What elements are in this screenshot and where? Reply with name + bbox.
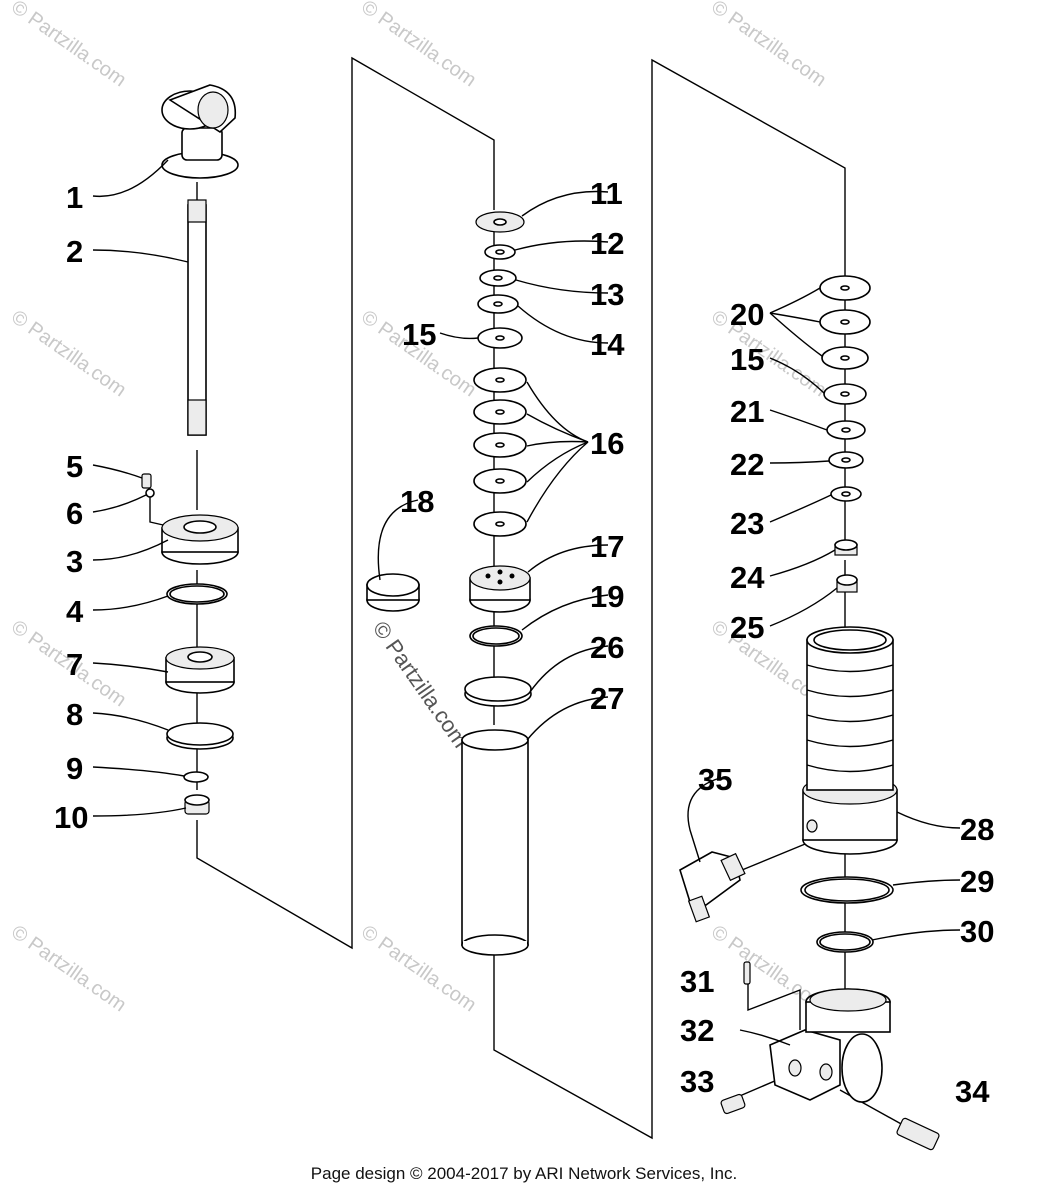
callout-23: 23 xyxy=(730,506,764,541)
callout-32: 32 xyxy=(680,1013,714,1048)
callout-30: 30 xyxy=(960,914,994,949)
part-17-piston xyxy=(469,565,531,613)
callout-24: 24 xyxy=(730,560,765,595)
part-1-eyelet xyxy=(161,84,239,179)
callout-28: 28 xyxy=(960,812,994,847)
callout-20: 20 xyxy=(730,297,764,332)
watermark-text: © Partzilla.com xyxy=(357,0,480,91)
callout-2: 2 xyxy=(66,234,83,269)
part-33-plug xyxy=(720,1093,746,1115)
callout-26: 26 xyxy=(590,630,624,665)
part-28-spring-body xyxy=(802,626,898,855)
callout-15-right: 15 xyxy=(730,342,764,377)
part-10-nut xyxy=(184,794,210,815)
part-8-ring xyxy=(166,722,234,750)
leader-lines xyxy=(92,159,961,1046)
shim-stack-middle xyxy=(473,244,527,537)
part-18-wear-band xyxy=(366,573,420,612)
part-5-set-screw xyxy=(141,473,152,489)
callout-10: 10 xyxy=(54,800,88,835)
callout-8: 8 xyxy=(66,697,83,732)
watermark-text: © Partzilla.com xyxy=(7,921,130,1016)
assembly-connectors xyxy=(149,56,913,1140)
part-7-bushing xyxy=(165,646,235,694)
part-4-o-ring xyxy=(166,583,228,605)
part-26-ring xyxy=(464,676,532,707)
part-2-shaft xyxy=(187,199,207,436)
callout-17: 17 xyxy=(590,529,624,564)
part-6-ball xyxy=(145,488,155,498)
callout-18: 18 xyxy=(400,484,434,519)
callout-1: 1 xyxy=(66,180,83,215)
callout-34: 34 xyxy=(955,1074,990,1109)
part-3-seal-head xyxy=(161,514,239,565)
part-31-pin xyxy=(743,961,751,985)
callout-27: 27 xyxy=(590,681,624,716)
callout-14: 14 xyxy=(590,327,625,362)
part-19-o-ring xyxy=(469,625,523,647)
page-footer: Page design © 2004-2017 by ARI Network S… xyxy=(310,1164,738,1183)
callout-7: 7 xyxy=(66,647,83,682)
callout-33: 33 xyxy=(680,1064,714,1099)
callout-21: 21 xyxy=(730,394,764,429)
part-27-reservoir-body xyxy=(461,729,529,956)
callout-9: 9 xyxy=(66,751,83,786)
callout-35: 35 xyxy=(698,762,732,797)
callout-19: 19 xyxy=(590,579,624,614)
callout-31: 31 xyxy=(680,964,714,999)
watermark-text: © Partzilla.com xyxy=(707,0,830,91)
part-35-elbow-fitting xyxy=(679,851,746,923)
callout-22: 22 xyxy=(730,447,764,482)
callout-16: 16 xyxy=(590,426,624,461)
callout-6: 6 xyxy=(66,496,83,531)
callout-12: 12 xyxy=(590,226,624,261)
callout-29: 29 xyxy=(960,864,994,899)
shim-stack-right xyxy=(819,275,871,502)
callout-3: 3 xyxy=(66,544,83,579)
watermark-center: © Partzilla.com xyxy=(368,617,474,753)
callout-5: 5 xyxy=(66,449,83,484)
part-25-bushing xyxy=(836,574,858,593)
part-34-fitting xyxy=(896,1117,940,1151)
part-9-washer xyxy=(183,771,209,783)
callout-labels: 1 2 3 4 5 6 7 8 9 10 11 12 13 14 15 16 1… xyxy=(54,176,994,1109)
part-29-o-ring xyxy=(800,876,894,904)
callout-13: 13 xyxy=(590,277,624,312)
callout-11: 11 xyxy=(590,176,623,211)
part-32-end-cap xyxy=(769,988,891,1103)
part-30-o-ring xyxy=(816,931,874,953)
part-11-washer xyxy=(475,211,525,233)
callout-15: 15 xyxy=(402,317,436,352)
callout-25: 25 xyxy=(730,610,764,645)
part-24-bushing xyxy=(834,539,858,556)
callout-4: 4 xyxy=(66,594,84,629)
watermark-text: © Partzilla.com xyxy=(7,306,130,401)
watermark-text: © Partzilla.com xyxy=(7,0,130,91)
